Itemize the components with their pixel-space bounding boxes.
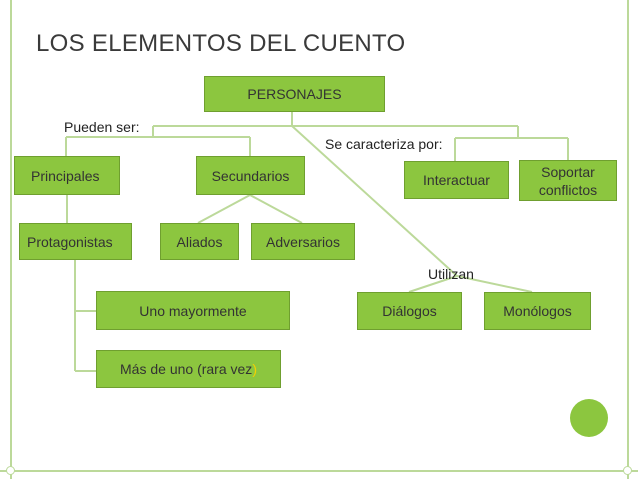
node-monologos: Monólogos: [484, 292, 591, 330]
soportar-line-1: Soportar: [541, 163, 595, 180]
mas-de-uno-paren: ): [252, 361, 257, 377]
node-protagonistas: Protagonistas: [19, 223, 132, 260]
mas-de-uno-text: Más de uno (rara vez: [120, 361, 253, 377]
decorative-green-circle: [570, 399, 608, 437]
soportar-line-2: conflictos: [538, 181, 598, 198]
node-aliados: Aliados: [160, 223, 239, 260]
slide-title: LOS ELEMENTOS DEL CUENTO: [36, 30, 406, 57]
node-principales: Principales: [14, 156, 120, 195]
node-personajes: PERSONAJES: [204, 76, 385, 112]
node-dialogos: Diálogos: [357, 292, 462, 330]
node-mas-de-uno: Más de uno (rara vez): [96, 350, 281, 388]
node-uno-mayormente: Uno mayormente: [96, 291, 290, 330]
bottom-border-line: [0, 470, 638, 472]
label-pueden-ser: Pueden ser:: [64, 119, 140, 135]
node-soportar-conflictos: Soportar conflictos: [519, 160, 617, 201]
corner-dot-left: [6, 466, 15, 475]
right-border-line: [627, 0, 629, 479]
node-secundarios: Secundarios: [196, 156, 305, 195]
left-border-line: [10, 0, 12, 479]
label-se-caracteriza: Se caracteriza por:: [325, 136, 443, 152]
node-adversarios: Adversarios: [251, 223, 355, 260]
corner-dot-right: [623, 466, 632, 475]
label-utilizan: Utilizan: [428, 266, 474, 282]
node-interactuar: Interactuar: [404, 161, 509, 199]
